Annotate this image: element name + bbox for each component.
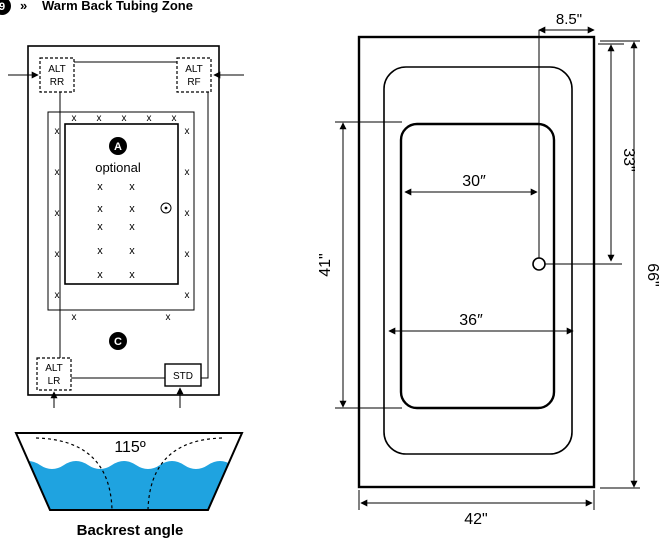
step-number: 9 xyxy=(0,1,5,13)
dim-inner-width-bottom: 36″ xyxy=(459,312,483,329)
tubing-marker: x xyxy=(72,113,77,124)
tubing-marker: x xyxy=(55,290,60,301)
tubing-marker: x xyxy=(97,269,103,281)
tubing-marker: x xyxy=(185,126,190,137)
tubing-marker: x xyxy=(185,249,190,260)
drain-icon xyxy=(160,202,172,214)
tubing-route-outer xyxy=(59,61,209,379)
backrest-illustration: 115º Backrest angle xyxy=(14,432,244,539)
tubing-marker: x xyxy=(55,126,60,137)
zone-a-badge xyxy=(109,137,127,155)
svg-text:RR: RR xyxy=(50,77,64,88)
tub-rim xyxy=(383,66,573,455)
tub-profile xyxy=(14,432,244,511)
zone-a-letter: A xyxy=(114,141,122,153)
drain-circle-icon xyxy=(532,257,546,271)
zone-c-letter: C xyxy=(114,336,122,348)
dim-inner-length: 41" xyxy=(317,253,334,276)
tubing-markers: x x x x x x x x x x x x x x x x x x x x … xyxy=(55,113,190,323)
backrest-angle-value: 115º xyxy=(114,439,146,456)
step-number-badge xyxy=(0,0,11,15)
dim-total-width: 42" xyxy=(464,511,487,528)
dim-drain-depth: 33" xyxy=(620,148,637,171)
tubing-marker: x xyxy=(129,221,135,233)
tubing-marker: x xyxy=(172,113,177,124)
tubing-marker: x xyxy=(97,221,103,233)
tubing-marker: x xyxy=(72,312,77,323)
tub-outline xyxy=(27,45,220,396)
tubing-marker: x xyxy=(166,312,171,323)
tubing-marker: x xyxy=(185,208,190,219)
tubing-marker: x xyxy=(129,181,135,193)
tubing-marker: x xyxy=(97,181,103,193)
dim-inner-width-top: 30″ xyxy=(462,173,486,190)
tubing-marker: x xyxy=(97,245,103,257)
tubing-marker: x xyxy=(97,113,102,124)
corner-std: STD xyxy=(164,363,202,387)
tub-outer-rect xyxy=(357,35,596,489)
svg-text:ALT: ALT xyxy=(185,64,203,75)
tubing-marker: x xyxy=(129,203,135,215)
tub-basin xyxy=(399,122,556,410)
zone-plan-diagram: ALT RR ALT RF ALT LR STD A optional xyxy=(8,45,244,408)
tubing-route-mid xyxy=(47,111,195,311)
backrest-caption: Backrest angle xyxy=(77,522,184,539)
corner-alt-lr: ALT LR xyxy=(36,357,72,391)
tubing-marker: x xyxy=(129,269,135,281)
tubing-marker: x xyxy=(129,245,135,257)
tubing-marker: x xyxy=(122,113,127,124)
section-header: 9 » Warm Back Tubing Zone xyxy=(0,0,193,15)
dim-total-length: 66" xyxy=(644,263,661,286)
corner-alt-rr: ALT RR xyxy=(39,57,75,93)
zone-c-badge xyxy=(109,332,127,350)
tub-dimension-drawing: 8.5" 66" 33" 41" 30″ 36″ 42" xyxy=(317,11,661,528)
chevron-icon: » xyxy=(20,0,27,13)
svg-text:RF: RF xyxy=(187,77,200,88)
section-title: Warm Back Tubing Zone xyxy=(42,0,193,13)
tubing-marker: x xyxy=(55,249,60,260)
svg-text:LR: LR xyxy=(48,376,61,387)
zone-a-caption: optional xyxy=(95,160,141,175)
tubing-marker: x xyxy=(55,208,60,219)
svg-text:ALT: ALT xyxy=(48,64,66,75)
svg-text:STD: STD xyxy=(173,371,193,382)
svg-text:ALT: ALT xyxy=(45,363,63,374)
backrest-curve-right xyxy=(147,437,223,511)
tubing-marker: x xyxy=(185,290,190,301)
tubing-marker: x xyxy=(147,113,152,124)
tubing-marker: x xyxy=(185,167,190,178)
water-fill xyxy=(16,461,242,510)
zone-a-panel xyxy=(64,123,179,285)
backrest-curve-left xyxy=(35,437,113,511)
corner-alt-rf: ALT RF xyxy=(176,57,212,93)
dim-drain-offset: 8.5" xyxy=(556,11,582,28)
tubing-marker: x xyxy=(55,167,60,178)
tubing-marker: x xyxy=(97,203,103,215)
